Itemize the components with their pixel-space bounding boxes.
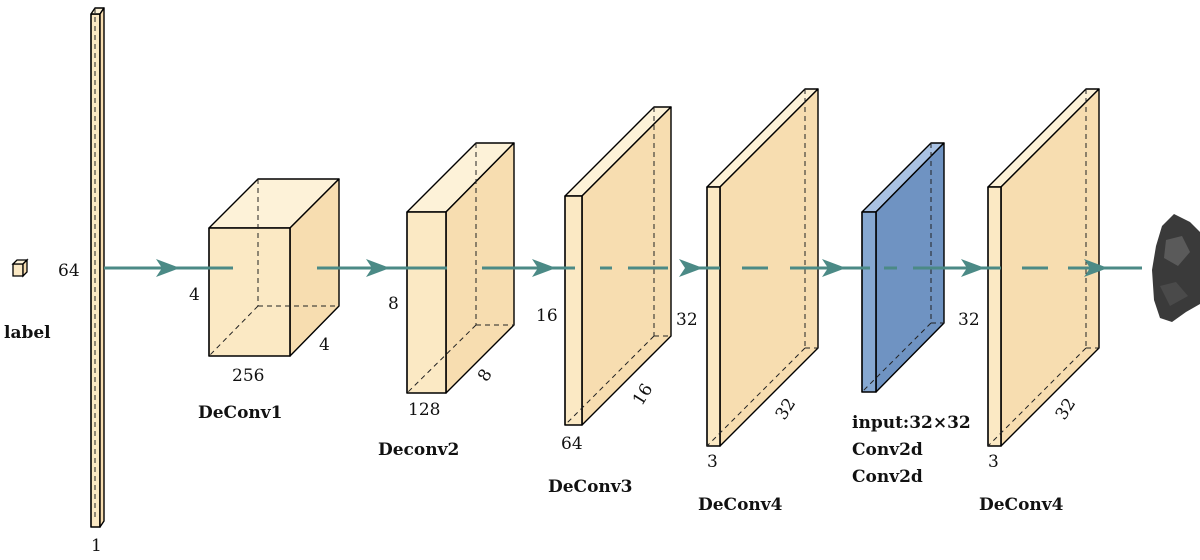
input-vector-bar: [90, 7, 105, 528]
deconv1-height: 4: [189, 285, 200, 305]
deconv4-height: 32: [676, 310, 698, 330]
deconv3-width: 64: [561, 434, 583, 454]
deconv4b-height: 32: [958, 310, 980, 330]
data-flow-arrow: [104, 259, 1142, 277]
conv2d-name-2: Conv2d: [852, 467, 923, 487]
conv2d-name-1: Conv2d: [852, 440, 923, 460]
input-cube-icon: [11, 258, 29, 278]
layer-conv2d-block: [861, 142, 945, 393]
deconv4-depth: 32: [772, 395, 800, 424]
deconv1-name: DeConv1: [198, 403, 283, 423]
deconv4-name: DeConv4: [698, 495, 783, 515]
layer-deconv2-block: [406, 142, 515, 394]
deconv3-depth: 16: [629, 380, 657, 409]
layer-deconv4b-block: [987, 88, 1100, 447]
deconv2-width: 128: [408, 400, 440, 420]
conv2d-input-size: input:32×32: [852, 413, 971, 433]
deconv4-width: 3: [707, 452, 718, 472]
input-vector-height: 64: [58, 261, 80, 281]
layer-deconv1-block: [208, 178, 340, 357]
layer-deconv4-block: [706, 88, 819, 447]
deconv1-depth: 4: [319, 335, 330, 355]
deconv3-name: DeConv3: [548, 477, 633, 497]
deconv2-name: Deconv2: [378, 440, 459, 460]
deconv2-height: 8: [388, 294, 399, 314]
deconv4b-depth: 32: [1052, 395, 1080, 424]
deconv1-width: 256: [232, 366, 264, 386]
input-vector-width: 1: [91, 536, 102, 556]
deconv4b-name: DeConv4: [979, 495, 1064, 515]
deconv4b-width: 3: [988, 452, 999, 472]
input-label: label: [4, 323, 51, 343]
deconv2-depth: 8: [474, 366, 497, 386]
layer-deconv3-block: [564, 106, 672, 426]
deconv3-height: 16: [536, 306, 558, 326]
output-image-icon: [1152, 214, 1200, 322]
